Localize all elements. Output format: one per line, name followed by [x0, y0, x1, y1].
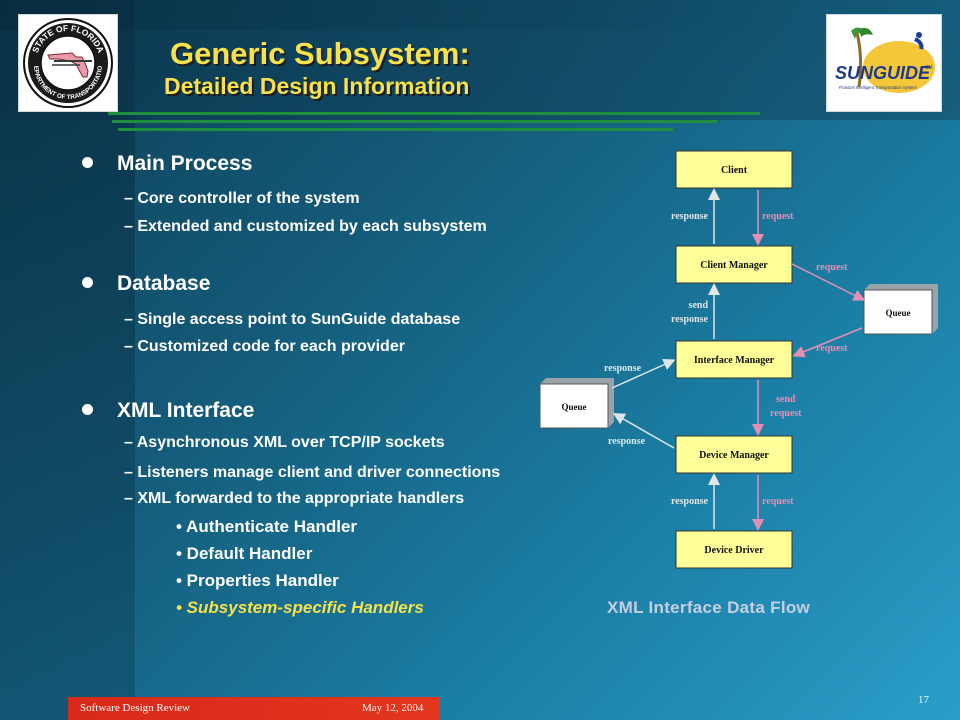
slide-title: Generic Subsystem: Detailed Design Infor… — [164, 36, 470, 100]
svg-text:response: response — [604, 363, 642, 374]
bullet-main-process: Main Process — [82, 152, 252, 176]
bullet-xml-interface: XML Interface — [82, 399, 254, 423]
svg-text:Florida's Intelligent Transpor: Florida's Intelligent Transportation Sys… — [839, 85, 917, 90]
database-item-2: – Customized code for each provider — [124, 338, 405, 355]
footer-title: Software Design Review — [80, 702, 190, 714]
svg-text:request: request — [762, 211, 794, 222]
arrow-request-from-queue — [792, 327, 863, 358]
title-rule-2 — [112, 120, 717, 123]
database-item-1: – Single access point to SunGuide databa… — [124, 311, 461, 328]
footer-date: May 12, 2004 — [362, 702, 424, 714]
svg-text:Queue: Queue — [885, 308, 910, 318]
handler-authenticate: • Authenticate Handler — [176, 517, 358, 536]
handler-properties: • Properties Handler — [176, 571, 339, 590]
xml-data-flow-diagram: Client Client Manager Interface Manager … — [539, 150, 938, 569]
svg-text:Device Manager: Device Manager — [699, 450, 769, 461]
xml-item-1: – Asynchronous XML over TCP/IP sockets — [124, 434, 445, 451]
sunguide-logo: SUNGUIDE SM Florida's Intelligent Transp… — [826, 14, 942, 112]
title-main: Generic Subsystem: — [170, 36, 470, 71]
svg-text:SUNGUIDE: SUNGUIDE — [835, 63, 931, 83]
diagram-caption: XML Interface Data Flow — [607, 598, 811, 617]
handler-subsystem-specific: • Subsystem-specific Handlers — [176, 598, 424, 617]
svg-text:send: send — [776, 394, 796, 405]
arrow-response-queue-in — [611, 358, 676, 389]
svg-text:response: response — [608, 436, 646, 447]
queue-right: Queue — [863, 284, 938, 335]
top-decor-band — [0, 0, 960, 30]
queue-left: Queue — [539, 378, 614, 429]
title-bar — [0, 30, 960, 120]
svg-text:response: response — [671, 314, 709, 325]
svg-text:request: request — [762, 496, 794, 507]
title-subtitle: Detailed Design Information — [164, 73, 470, 99]
fdot-seal-icon: STATE OF FLORIDA DEPARTMENT OF TRANSPORT… — [22, 17, 113, 108]
svg-text:Client Manager: Client Manager — [700, 260, 768, 271]
svg-text:Queue: Queue — [561, 402, 586, 412]
box-client: Client — [675, 150, 793, 189]
box-device-manager: Device Manager — [675, 435, 793, 474]
box-device-driver: Device Driver — [675, 530, 793, 569]
svg-text:response: response — [671, 211, 709, 222]
main-process-item-1: – Core controller of the system — [124, 190, 360, 207]
arrow-response-queue-out — [612, 413, 675, 449]
title-rule-1 — [108, 112, 760, 115]
svg-text:response: response — [671, 496, 709, 507]
svg-text:Device Driver: Device Driver — [704, 545, 764, 556]
bullet-dot — [82, 156, 93, 168]
xml-item-3: – XML forwarded to the appropriate handl… — [124, 490, 465, 507]
svg-text:request: request — [816, 343, 848, 354]
bullet-database: Database — [82, 272, 210, 296]
svg-text:request: request — [770, 408, 802, 419]
svg-text:send: send — [689, 300, 709, 311]
svg-text:Interface Manager: Interface Manager — [694, 355, 775, 366]
bullet-dot — [82, 276, 93, 288]
main-process-item-2: – Extended and customized by each subsys… — [124, 218, 487, 235]
title-rule-3 — [118, 128, 673, 131]
footer-bar: Software Design Review May 12, 2004 — [68, 697, 440, 720]
fdot-seal-logo: STATE OF FLORIDA DEPARTMENT OF TRANSPORT… — [18, 14, 118, 112]
svg-text:SM: SM — [925, 65, 933, 71]
svg-text:request: request — [816, 262, 848, 273]
handler-default: • Default Handler — [176, 544, 313, 563]
xml-item-2: – Listeners manage client and driver con… — [124, 464, 501, 481]
page-number: 17 — [918, 694, 929, 706]
bullet-dot — [82, 403, 93, 415]
sunguide-logo-icon: SUNGUIDE SM Florida's Intelligent Transp… — [835, 27, 935, 93]
svg-text:Client: Client — [721, 165, 748, 176]
arrow-request-to-queue — [791, 263, 866, 301]
box-interface-manager: Interface Manager — [675, 340, 793, 379]
box-client-manager: Client Manager — [675, 245, 793, 284]
